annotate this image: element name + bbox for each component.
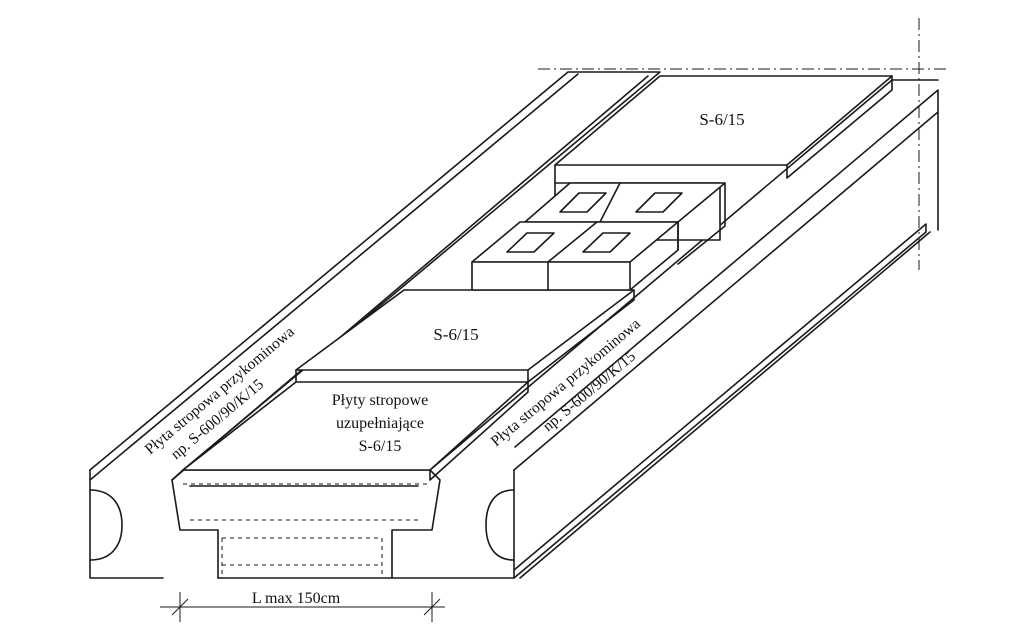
block-front-face — [471, 261, 631, 291]
middle-slab-side-faces — [295, 289, 635, 383]
block-hole-2 — [635, 192, 683, 213]
left-slab-edge-line — [89, 73, 579, 481]
filler-slab-label-line2: uzupełniające — [336, 415, 424, 432]
left-slab-end-outline — [89, 469, 164, 579]
left-slab-top-face — [89, 71, 661, 471]
block-front-divisions — [547, 221, 679, 291]
right-slab-top-face — [513, 89, 939, 471]
top-slab-label: S-6/15 — [699, 110, 744, 129]
left-slab-inner-edge — [171, 75, 649, 481]
top-slab — [554, 75, 893, 184]
block-hole-4 — [582, 232, 631, 253]
right-chimney-slab — [391, 79, 939, 579]
right-slab-lower-line — [519, 231, 931, 579]
filler-slab-hidden-lines — [183, 483, 430, 566]
filler-slab-label-line3: S-6/15 — [359, 438, 402, 455]
filler-slab-hidden-sides — [221, 538, 383, 578]
left-chimney-slab — [89, 71, 661, 579]
chimney-blocks — [471, 182, 726, 291]
dimension-tick-left — [171, 598, 189, 616]
middle-slab-label: S-6/15 — [433, 325, 478, 344]
filler-slab-side-face — [429, 381, 529, 481]
dimension-tick-right — [423, 598, 441, 616]
top-slab-side-faces — [554, 75, 893, 184]
block-hole-1 — [559, 192, 607, 213]
filler-slab-section — [182, 469, 431, 579]
right-slab-hollow-core — [485, 489, 515, 561]
left-slab-hollow-core — [89, 489, 123, 561]
block-front-top — [471, 221, 679, 263]
right-slab-bottom-edge — [513, 223, 927, 579]
dimension-label: L max 150cm — [252, 590, 341, 607]
middle-slab — [295, 289, 635, 383]
block-hole-3 — [506, 232, 555, 253]
filler-slab-label-line1: Płyty stropowe — [332, 392, 428, 409]
dimension-line — [160, 592, 445, 622]
